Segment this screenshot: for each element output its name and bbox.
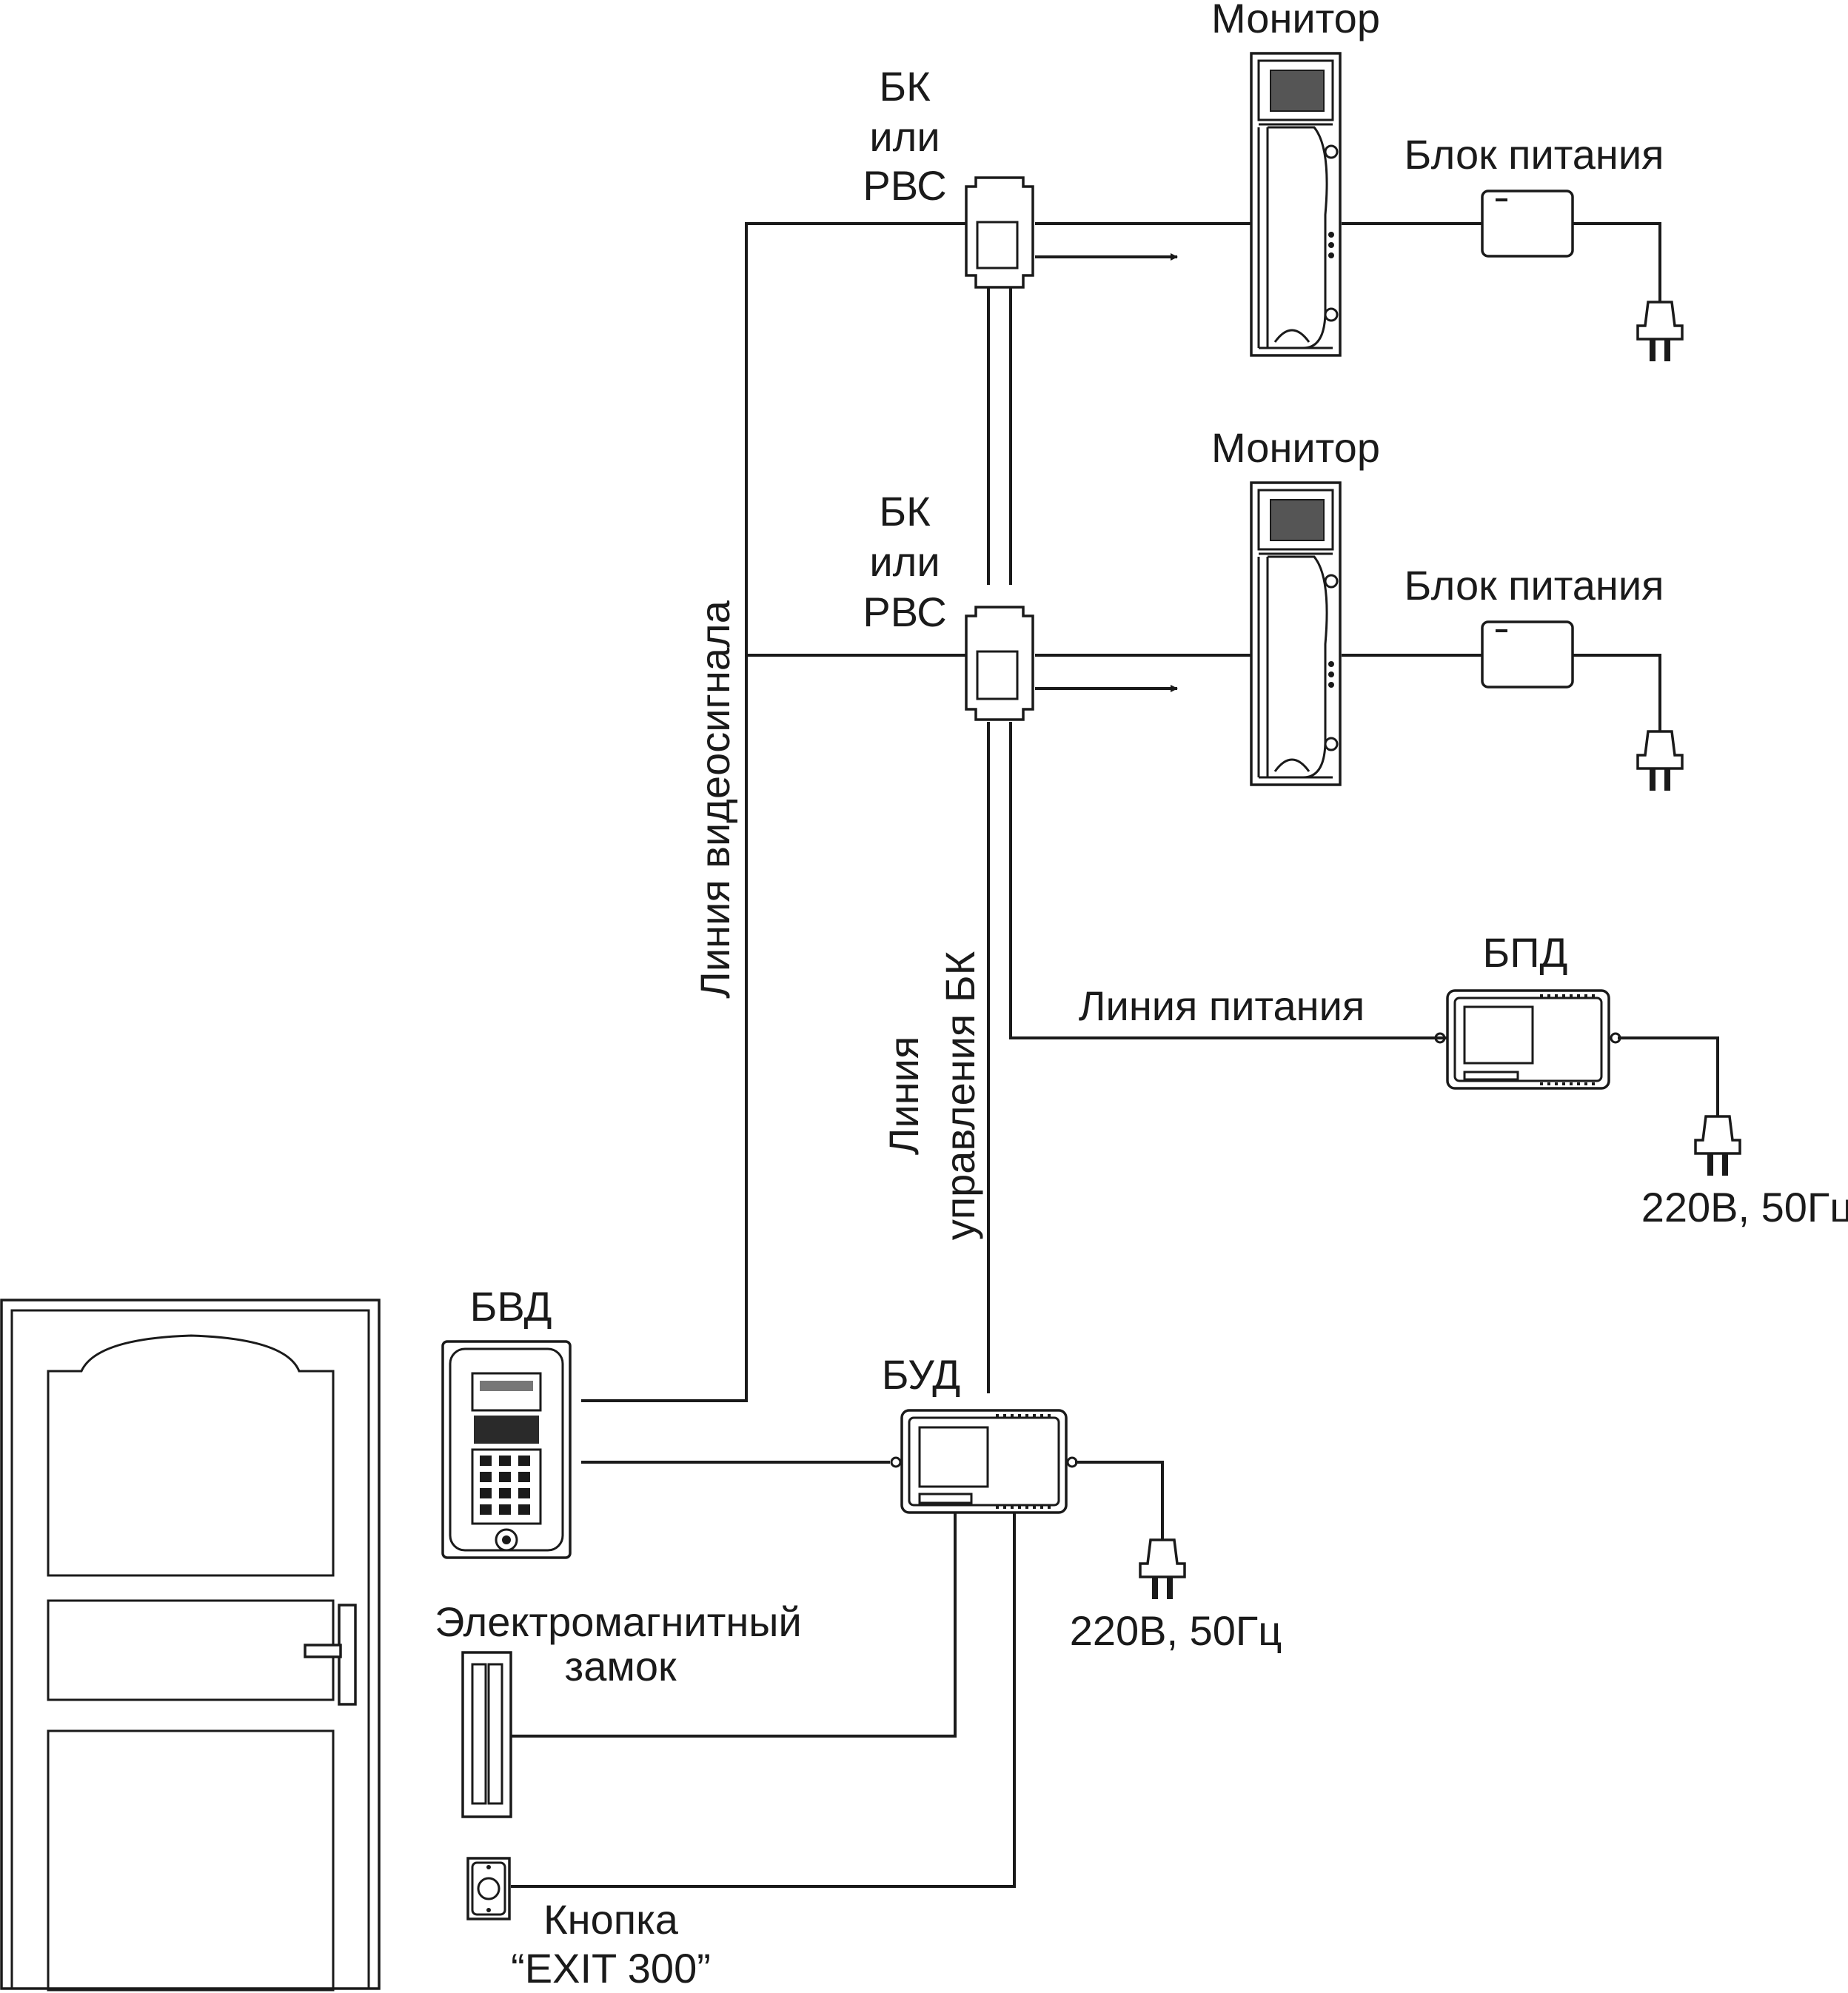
power-unit-top-label: Блок питания: [1405, 131, 1664, 178]
power-unit-bottom-label: Блок питания: [1405, 562, 1664, 609]
wires: [511, 222, 1719, 1888]
bvd-label: БВД: [470, 1283, 552, 1330]
monitor-bottom: [1250, 481, 1342, 786]
electromagnetic-lock: [461, 1651, 512, 1818]
monitor-top-label: Монитор: [1211, 0, 1380, 41]
power-unit-bottom: [1481, 620, 1574, 689]
plug-icon-bud: [1139, 1538, 1186, 1599]
bpd-device: [1434, 989, 1621, 1090]
bud-to-plug: [1075, 1461, 1164, 1540]
plug-icon-bpd: [1694, 1115, 1741, 1176]
bud-device: [890, 1409, 1078, 1514]
bk-bottom-label-3: РВС: [863, 589, 946, 635]
bk-top-label-3: РВС: [863, 162, 946, 209]
bk-top-label-2: или: [869, 113, 940, 160]
lock-label-2: замок: [565, 1643, 677, 1689]
bud-label: БУД: [882, 1351, 960, 1398]
plug-icon-top: [1636, 301, 1684, 361]
exit-button: [466, 1857, 511, 1920]
monitor-bottom-label: Монитор: [1211, 424, 1380, 471]
video-signal-line: [581, 222, 970, 1402]
bpd-to-plug: [1618, 1036, 1719, 1116]
control-line-label-2: управления БК: [937, 951, 983, 1240]
bud-to-button-line: [511, 1507, 1016, 1888]
power-unit-top: [1481, 190, 1574, 258]
mains-bpd-label: 220В, 50Гц: [1641, 1184, 1848, 1230]
bk-box-top: [965, 176, 1034, 289]
control-line-bk: [987, 287, 1541, 1393]
monitor-top: [1250, 52, 1342, 357]
door: [0, 1299, 381, 1992]
bud-to-lock-line: [511, 1507, 957, 1738]
psu-to-plug-top: [1573, 222, 1661, 302]
bvd-panel: [441, 1340, 572, 1559]
control-line-label-1: Линия: [880, 1036, 927, 1156]
psu-to-plug-bottom: [1573, 654, 1661, 731]
door-handle: [304, 1604, 357, 1706]
bpd-label: БПД: [1483, 929, 1568, 976]
lock-label-1: Электромагнитный: [435, 1598, 802, 1645]
bk-bottom-label-2: или: [869, 538, 940, 585]
button-label-2: “EXIT 300”: [511, 1945, 711, 1992]
video-line-label: Линия видеосигнала: [692, 600, 738, 999]
bk-top-label-1: БК: [879, 63, 931, 110]
power-line-label: Линия питания: [1079, 982, 1365, 1029]
bk-box-bottom: [965, 606, 1034, 721]
mains-bud-label: 220В, 50Гц: [1070, 1607, 1282, 1654]
plug-icon-bottom: [1636, 730, 1684, 791]
bk-bottom-label-1: БК: [879, 488, 931, 535]
button-label-1: Кнопка: [543, 1896, 679, 1943]
text-labels: Монитор Монитор БК или РВС БК или РВС Бл…: [435, 0, 1848, 1992]
bvd-keypad: [471, 1448, 542, 1525]
control-line-dashed-section: [987, 426, 1012, 585]
